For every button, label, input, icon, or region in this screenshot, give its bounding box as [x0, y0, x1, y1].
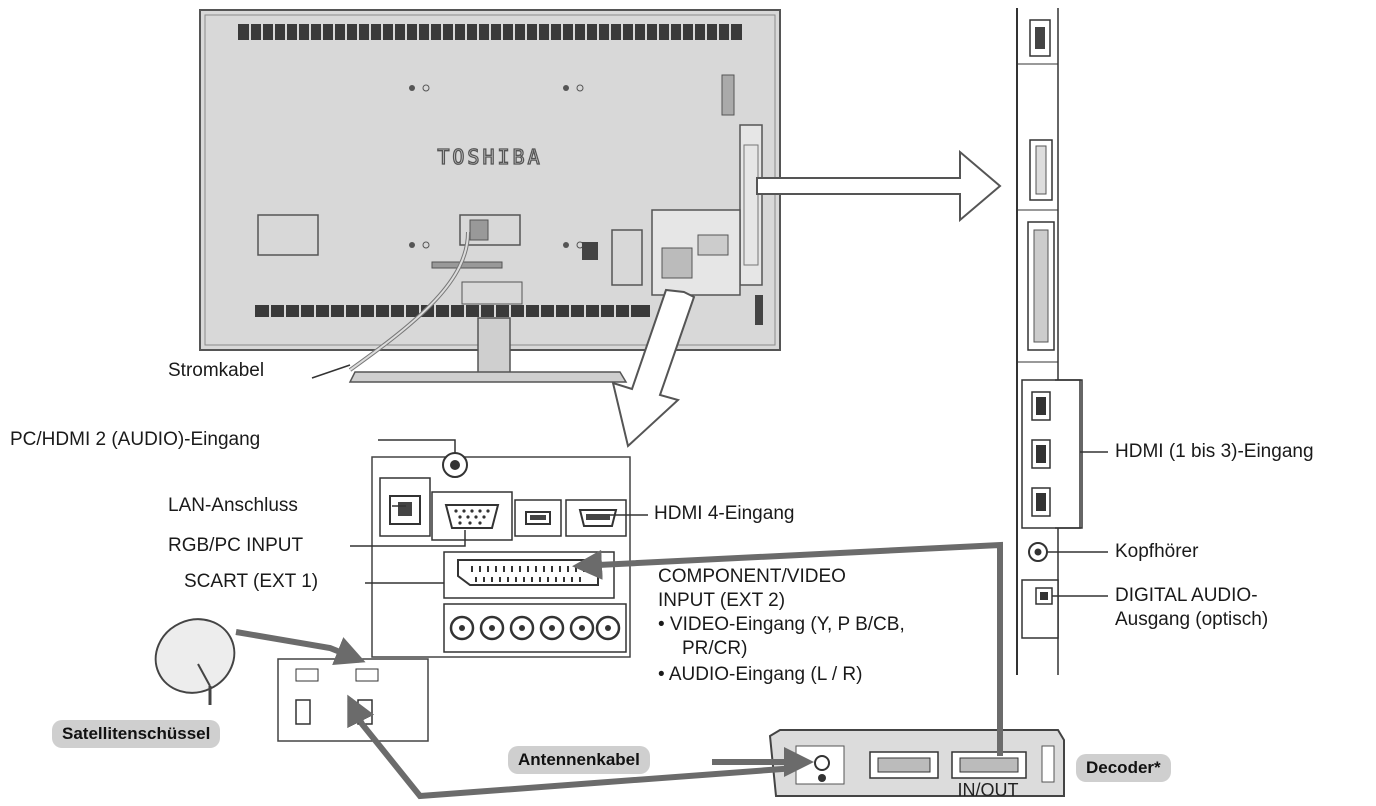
tv-back-panel — [199, 9, 781, 383]
antenna-cable-badge: Antennenkabel — [508, 746, 650, 774]
terminal-panel-zoom — [277, 452, 631, 742]
terminal-zoom-arrow — [611, 288, 696, 448]
scart-label: SCART (EXT 1) — [184, 571, 319, 592]
digital-audio-label-1: DIGITAL AUDIO- — [1115, 585, 1258, 606]
component-title-line1: COMPONENT/VIDEO — [658, 566, 846, 587]
side-terminal-panel — [1016, 8, 1083, 675]
leader-lines — [311, 364, 648, 584]
pc-hdmi2-audio-label: PC/HDMI 2 (AUDIO)-Eingang — [10, 429, 261, 450]
headphone-label: Kopfhörer — [1115, 541, 1199, 562]
lan-label: LAN-Anschluss — [168, 495, 298, 516]
decoder-box — [768, 729, 1065, 797]
digital-audio-label-2: Ausgang (optisch) — [1115, 609, 1269, 630]
video-input-label-2: PR/CR) — [682, 638, 748, 659]
hdmi4-label: HDMI 4-Eingang — [654, 503, 795, 524]
satellite-dish — [154, 618, 236, 705]
tv-brand-logo: TOSHIBA — [437, 145, 542, 169]
cable-lines — [235, 541, 1003, 800]
decoder-in-out-label: IN/OUT — [958, 780, 1019, 800]
side-panel-arrow — [756, 149, 1002, 223]
rgb-pc-input-label: RGB/PC INPUT — [168, 535, 304, 556]
hdmi-1-3-label: HDMI (1 bis 3)-Eingang — [1115, 441, 1314, 462]
audio-input-label: • AUDIO-Eingang (L / R) — [658, 664, 863, 685]
decoder-badge: Decoder* — [1076, 754, 1171, 782]
component-title-line2: INPUT (EXT 2) — [658, 590, 786, 611]
satellite-dish-badge: Satellitenschüssel — [52, 720, 221, 748]
video-input-label: • VIDEO-Eingang (Y, P B/CB, — [658, 614, 905, 635]
power-cable-label: Stromkabel — [168, 360, 265, 381]
